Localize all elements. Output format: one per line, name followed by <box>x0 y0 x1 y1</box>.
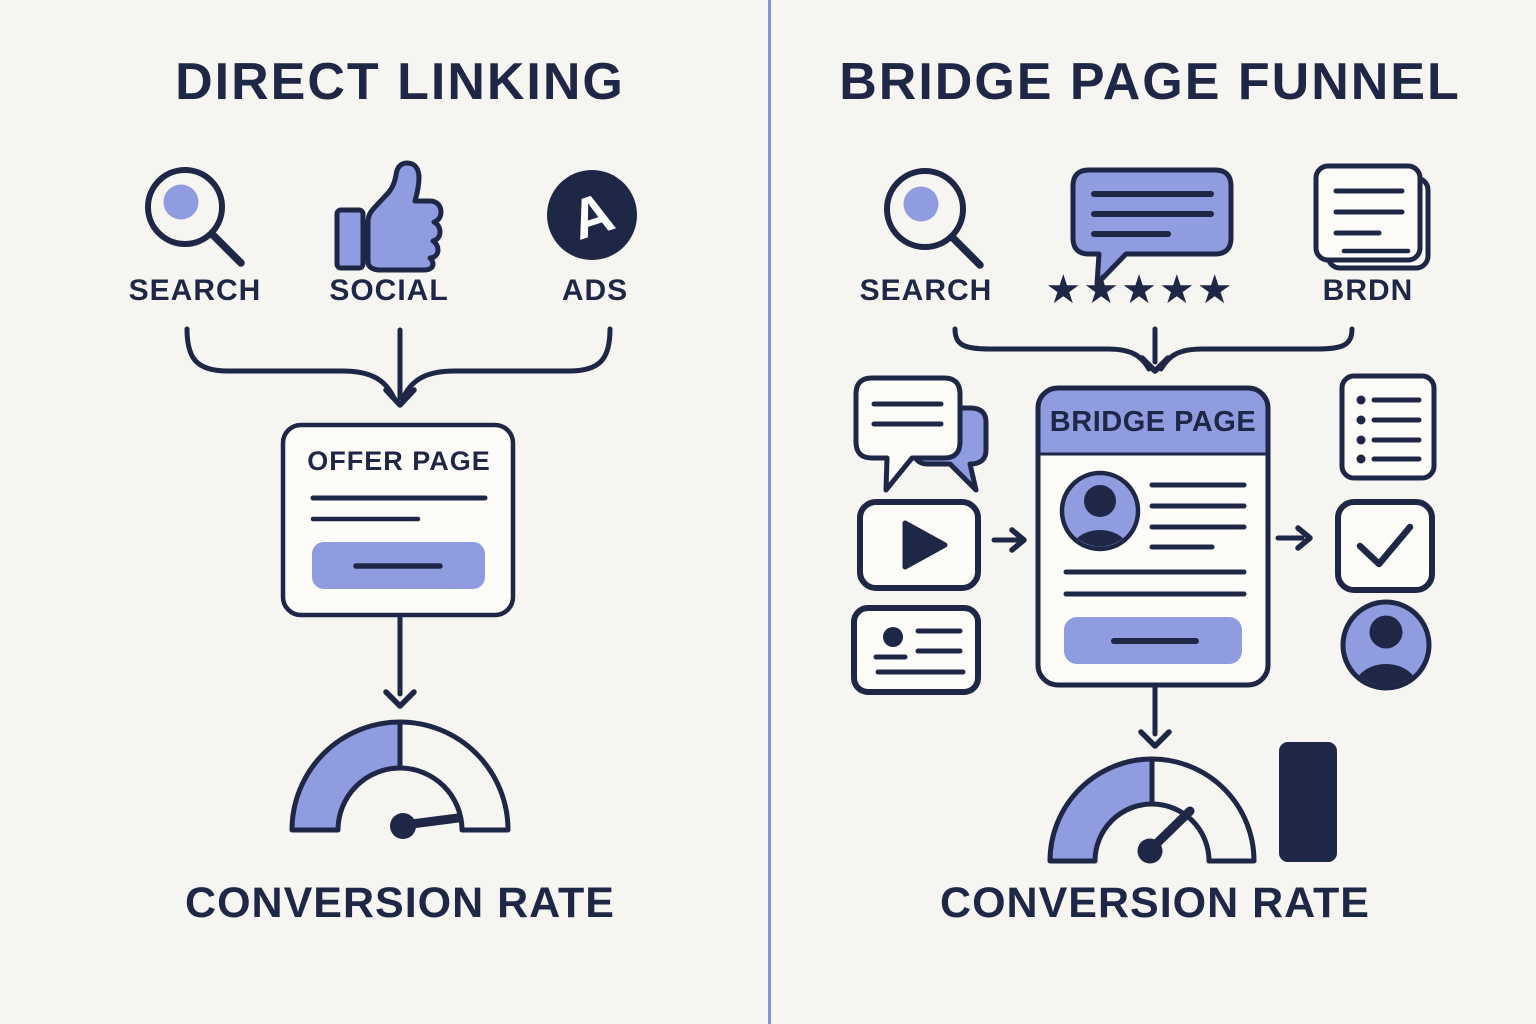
label-social: SOCIAL <box>329 274 449 307</box>
conversion-gauge-left <box>289 719 511 839</box>
checklist-icon <box>1339 373 1437 481</box>
bridge-avatar <box>1059 470 1141 552</box>
offer-page-title: OFFER PAGE <box>307 446 491 476</box>
panel-divider <box>768 0 771 1024</box>
label-search-right: SEARCH <box>859 274 993 307</box>
review-stars: ★★★★★ <box>1045 267 1235 313</box>
brand-document-icon <box>1313 163 1431 271</box>
conversion-bar <box>1279 742 1337 862</box>
search-icon-right <box>884 168 984 269</box>
bridge-page-title: BRIDGE PAGE <box>1049 406 1257 438</box>
offer-page-card <box>280 422 516 618</box>
bridge-page-header-band <box>1038 388 1268 454</box>
arrow-bridge-to-check <box>1275 525 1313 551</box>
funnel-bracket-right <box>952 326 1355 374</box>
left-title: DIRECT LINKING <box>175 53 625 111</box>
funnel-bracket-left <box>184 326 613 408</box>
checkbox-icon <box>1335 499 1435 593</box>
conversion-rate-label-right: CONVERSION RATE <box>940 879 1370 927</box>
label-search-left: SEARCH <box>128 274 262 307</box>
card-note-icon <box>851 605 981 695</box>
arrow-offer-to-gauge <box>383 615 417 709</box>
conversion-rate-label-left: CONVERSION RATE <box>185 879 615 927</box>
user-avatar-icon <box>1340 599 1432 691</box>
ads-icon: A <box>547 170 637 260</box>
right-title: BRIDGE PAGE FUNNEL <box>839 53 1461 111</box>
chat-bubbles-icon <box>853 375 989 493</box>
conversion-gauge-right <box>1047 756 1257 864</box>
thumbs-up-icon <box>334 160 444 273</box>
review-bubble-icon <box>1070 167 1234 287</box>
bridge-page-card <box>1035 385 1271 688</box>
label-ads: ADS <box>561 274 629 307</box>
video-icon <box>857 499 981 591</box>
search-icon <box>145 167 245 267</box>
arrow-video-to-bridge <box>991 527 1027 553</box>
arrow-bridge-to-gauge <box>1138 685 1172 749</box>
label-brand: BRDN <box>1322 274 1414 307</box>
